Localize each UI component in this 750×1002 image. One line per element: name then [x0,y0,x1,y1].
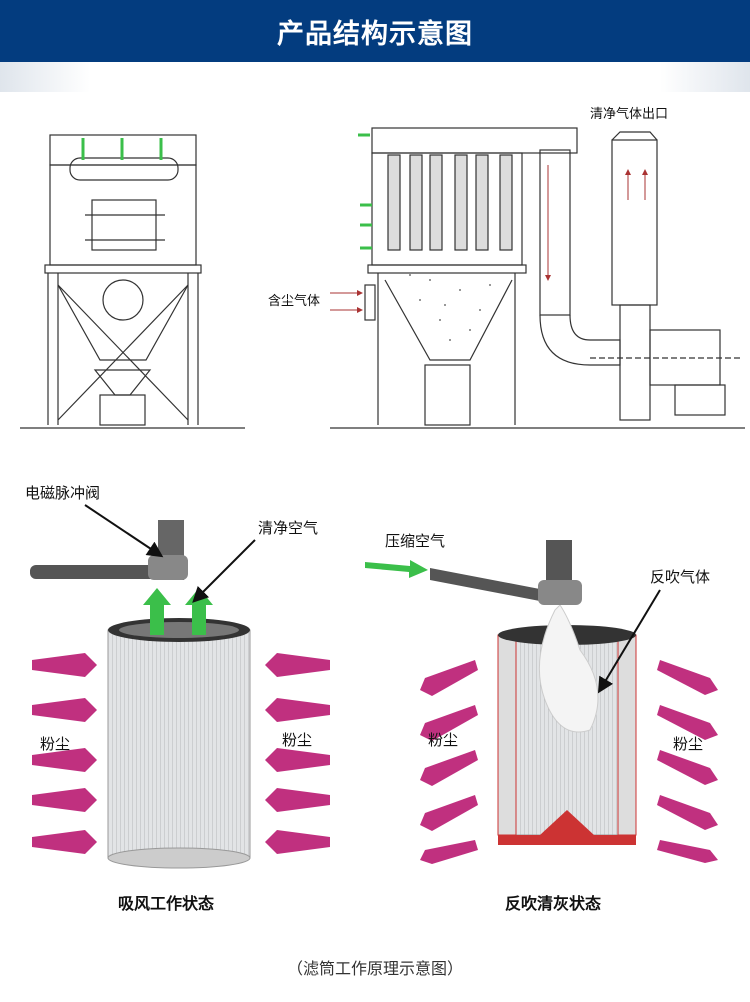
dust-arrows-cleaning [420,660,718,864]
dust-label-cleaning-left: 粉尘 [428,731,459,749]
page-title: 产品结构示意图 [277,18,473,50]
header-shadow-band [0,62,750,92]
cleaning-state-caption: 反吹清灰状态 [505,894,602,913]
leader-lines [84,504,661,694]
footer-caption: （滤筒工作原理示意图） [286,959,463,978]
clean-air-label: 清净空气 [258,519,319,537]
collector-side-view [20,134,245,429]
dust-particles [409,274,491,341]
working-state-caption: 吸风工作状态 [118,894,215,913]
pulse-valve-label: 电磁脉冲阀 [25,484,101,502]
airflow-arrows [330,165,648,313]
pulse-valves-side [81,138,163,160]
dusty-gas-inlet-label: 含尘气体 [268,294,321,309]
clean-gas-outlet-label: 清净气体出口 [590,107,669,122]
header-bar: 产品结构示意图 [0,0,750,62]
compressed-air-arrow [365,560,428,578]
dust-label-working-right: 粉尘 [282,731,313,749]
collector-section-view [330,127,745,429]
pulse-valves-section [358,133,372,250]
dust-arrows-working [32,653,330,854]
filter-cartridge-working [107,618,251,869]
blow-pipe-left [30,520,188,580]
filter-cartridge-cleaning [497,604,637,845]
blowback-gas-label: 反吹气体 [650,568,711,586]
blow-pipe-right [430,540,582,605]
dust-label-cleaning-right: 粉尘 [673,735,704,753]
dust-label-working-left: 粉尘 [40,735,71,753]
compressed-air-label: 压缩空气 [385,532,446,550]
